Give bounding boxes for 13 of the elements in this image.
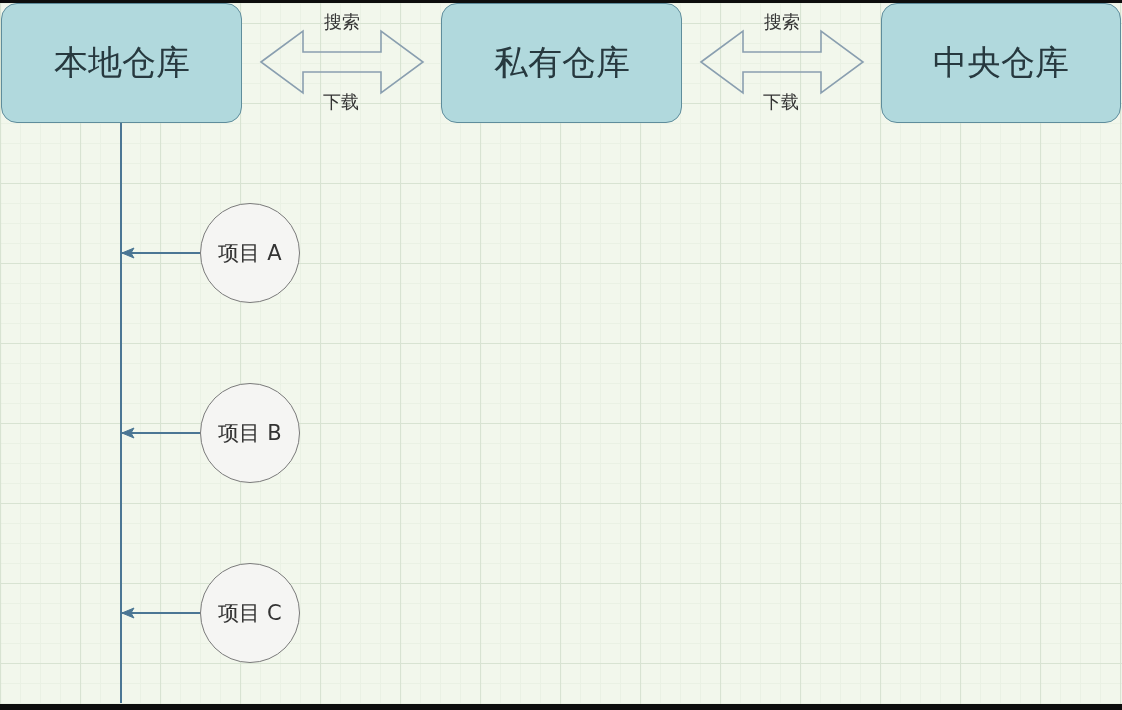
rounded-box: 私有仓库: [441, 3, 682, 123]
double-arrow: [699, 29, 865, 95]
arrow-label: 下载: [763, 91, 799, 113]
arrow: [121, 247, 201, 259]
edge-label: 搜索: [764, 11, 800, 33]
edge-label: 搜索: [324, 11, 360, 33]
double-arrow: [259, 29, 425, 95]
rounded-box: 本地仓库: [1, 3, 242, 123]
vertical-line: [120, 123, 122, 703]
arrow: [121, 427, 201, 439]
rounded-box: 中央仓库: [881, 3, 1121, 123]
arrow: [121, 607, 201, 619]
arrow-label: 下载: [323, 91, 359, 113]
